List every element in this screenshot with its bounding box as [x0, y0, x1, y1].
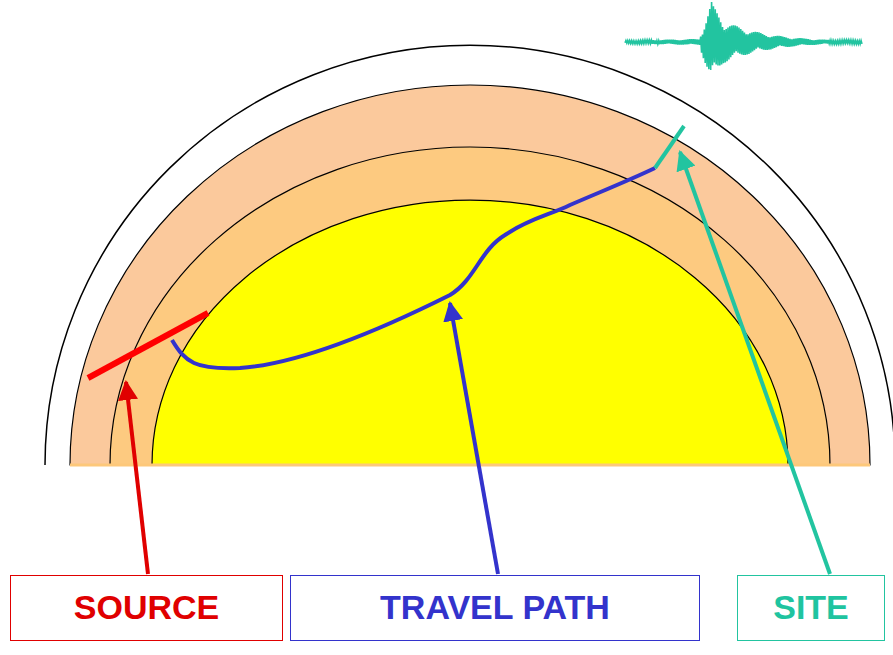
- label-box: TRAVEL PATH: [290, 575, 700, 641]
- seismogram: [625, 2, 862, 70]
- leader-line: [126, 382, 148, 574]
- seismogram-trace: [625, 2, 862, 70]
- ray-path: [172, 168, 655, 368]
- fault-source: [88, 313, 208, 378]
- box-label: SOURCE: [74, 589, 219, 626]
- leader-line: [450, 303, 498, 574]
- leader-line: [680, 152, 830, 574]
- label-box: SOURCE: [10, 575, 283, 641]
- label-box: SITE: [737, 575, 885, 641]
- box-label: TRAVEL PATH: [380, 589, 610, 626]
- base-line: [70, 464, 870, 467]
- box-label: SITE: [773, 589, 849, 626]
- site-path: [655, 126, 684, 168]
